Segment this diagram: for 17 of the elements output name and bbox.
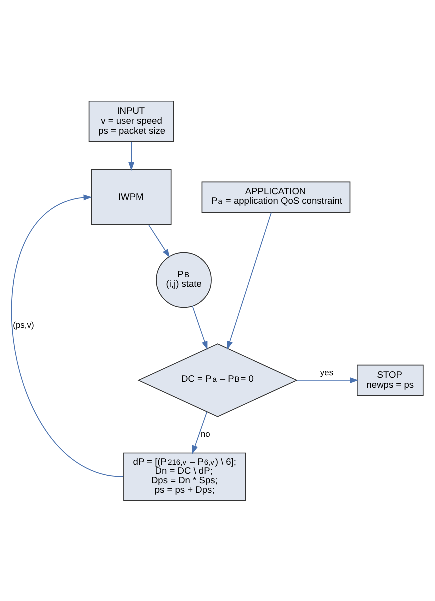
node-diamond: DC = Pa – PB= 0 [138, 343, 298, 417]
node-box: IWPM [91, 168, 172, 225]
node-circle: PB (i,j) state [156, 252, 212, 308]
edge-label: no [200, 428, 210, 439]
edge-label: (ps,v) [13, 320, 34, 330]
arrow [148, 224, 170, 258]
node-box: APPLICATION Pa = application QoS constraint [202, 181, 351, 213]
node-box: dP = [(P216,v – P6,v) \ 6]; Dn = DC \ dP; Dps = Dn * Sps; ps = ps + Dps; [124, 452, 246, 501]
arrow [128, 141, 135, 170]
node-box: INPUT v = user speed ps = packet size [88, 100, 174, 142]
edge-label: yes [320, 366, 334, 377]
arrow [227, 212, 272, 350]
arrow [296, 377, 359, 383]
arrow [11, 194, 124, 477]
node-box: STOP newps = ps [357, 364, 424, 396]
arrow [192, 306, 208, 350]
arrow [192, 411, 208, 454]
